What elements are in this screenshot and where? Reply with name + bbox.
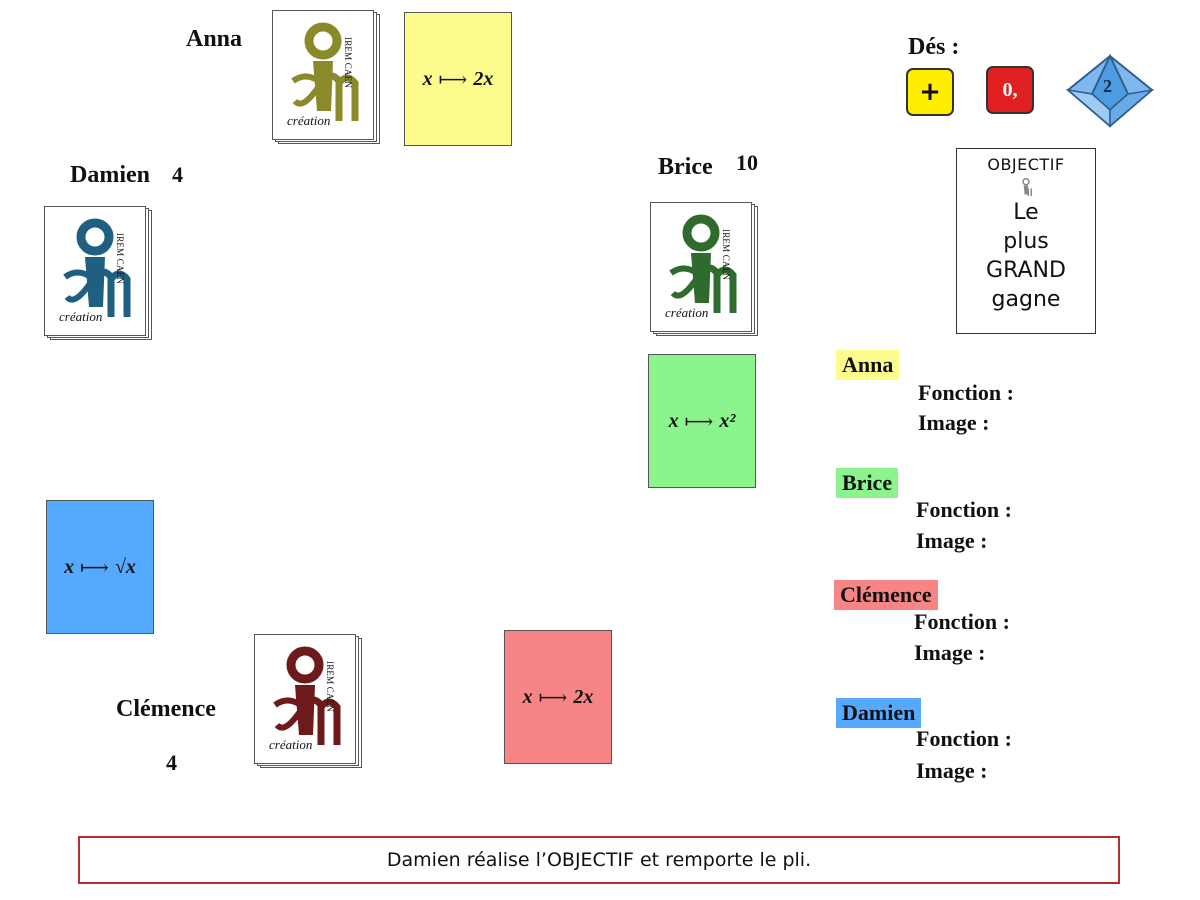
panel-image-clemence: Image : [914, 640, 986, 665]
deck-irem-text: IREM CAEN [325, 661, 335, 713]
panel-image-anna: Image : [918, 410, 990, 435]
function-card-anna[interactable]: x ⟼ 2x [404, 12, 512, 146]
objective-line-1: Le [1013, 200, 1039, 225]
card-expression: 2x [473, 67, 494, 90]
deck-creation-text: création [287, 113, 331, 128]
player-score-damien: 4 [172, 162, 183, 187]
deck-irem-text: IREM CAEN [721, 229, 731, 281]
panel-player-anna: Anna [836, 350, 900, 380]
d10-die[interactable]: 2 [1065, 53, 1155, 128]
status-message: Damien réalise l’OBJECTIF et remporte le… [78, 836, 1120, 884]
d10-shape-icon [1065, 53, 1155, 128]
irem-logo-icon [669, 214, 737, 313]
d10-value: 2 [1103, 76, 1112, 96]
card-variable: x [422, 67, 433, 90]
panel-player-clemence: Clémence [834, 580, 938, 610]
deck-irem-text: IREM CAEN [115, 233, 125, 285]
panel-fonction-damien: Fonction : [916, 726, 1012, 751]
irem-logo-icon [63, 218, 131, 317]
deck-creation-text: création [269, 737, 313, 752]
maps-to-icon: ⟼ [684, 410, 714, 433]
player-name-brice: Brice [658, 154, 713, 180]
objective-line-4: gagne [991, 287, 1061, 312]
player-name-anna: Anna [186, 26, 243, 52]
dice-label: Dés : [908, 34, 960, 60]
function-card-brice[interactable]: x ⟼ x² [648, 354, 756, 488]
deck-creation-text: création [665, 305, 709, 320]
panel-player-brice: Brice [836, 468, 899, 498]
deck-creation-text: création [59, 309, 103, 324]
deck-damien[interactable]: création IREM CAEN [44, 206, 152, 340]
panel-fonction-anna: Fonction : [918, 380, 1014, 405]
panel-image-brice: Image : [916, 528, 988, 553]
player-score-brice: 10 [736, 150, 758, 175]
card-expression: x² [719, 409, 736, 432]
panel-player-damien: Damien [836, 698, 922, 728]
player-name-damien: Damien [70, 162, 150, 188]
maps-to-icon: ⟼ [80, 556, 109, 579]
panel-fonction-brice: Fonction : [916, 497, 1012, 522]
deck-irem-text: IREM CAEN [343, 37, 353, 89]
deck-clemence[interactable]: création IREM CAEN [254, 634, 362, 768]
card-variable: x [668, 409, 679, 432]
card-expression: √x [114, 555, 136, 578]
irem-logo-icon [291, 22, 359, 121]
irem-logo-icon [1022, 178, 1032, 196]
player-score-clemence: 4 [166, 750, 177, 775]
maps-to-icon: ⟼ [438, 68, 468, 91]
card-variable: x [522, 685, 533, 708]
irem-logo-icon [273, 646, 341, 745]
objective-line-2: plus [1003, 229, 1049, 254]
objective-title: OBJECTIF [987, 155, 1065, 174]
digit-die[interactable]: 0, [986, 66, 1034, 114]
operator-die[interactable]: + [906, 68, 954, 116]
maps-to-icon: ⟼ [538, 686, 568, 709]
player-name-clemence: Clémence [116, 696, 216, 722]
panel-fonction-clemence: Fonction : [914, 609, 1010, 634]
deck-brice[interactable]: création IREM CAEN [650, 202, 758, 336]
card-expression: 2x [573, 685, 594, 708]
card-variable: x [64, 555, 75, 578]
objective-card: OBJECTIF Le plus GRAND gagne [956, 148, 1096, 334]
function-card-clemence[interactable]: x ⟼ 2x [504, 630, 612, 764]
deck-anna[interactable]: création IREM CAEN [272, 10, 380, 144]
function-card-damien[interactable]: x ⟼ √x [46, 500, 154, 634]
objective-line-3: GRAND [986, 258, 1066, 283]
panel-image-damien: Image : [916, 758, 988, 783]
